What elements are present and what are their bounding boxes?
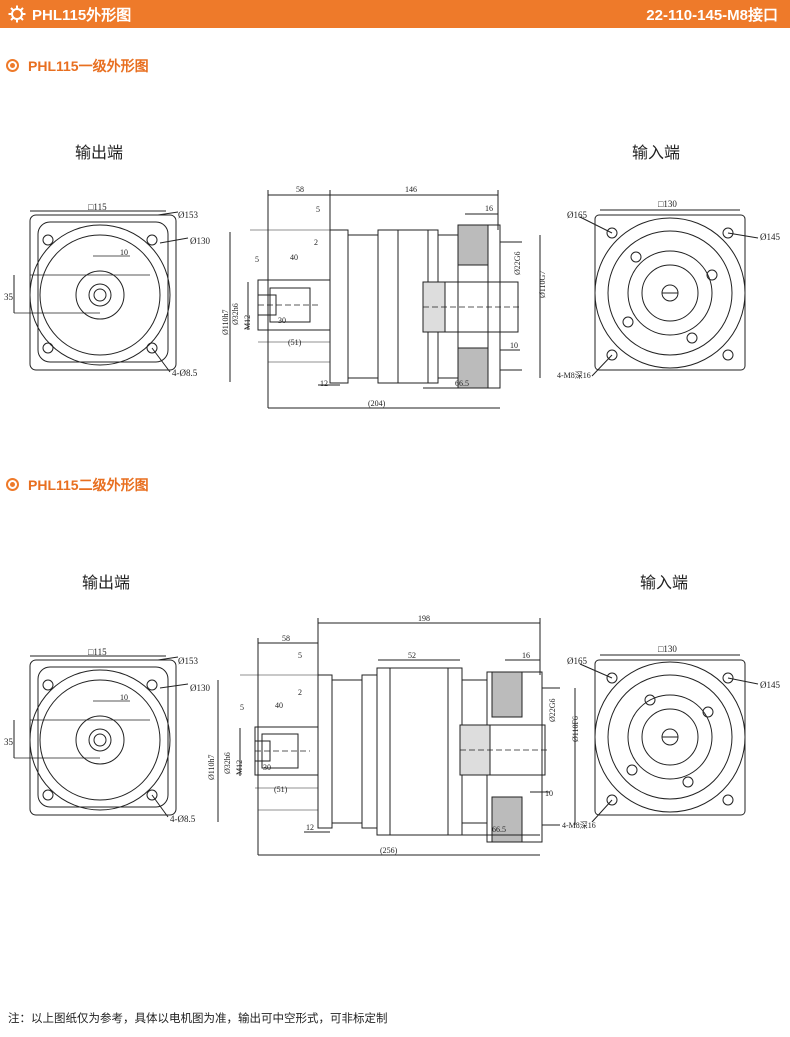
- dim-label: 10: [545, 789, 553, 798]
- dim-label: 30: [278, 316, 286, 325]
- dim-label: 5: [316, 205, 320, 214]
- dim-label: (256): [380, 846, 398, 855]
- dim-label: 4-Ø8.5: [172, 368, 198, 378]
- bullet-icon: [6, 478, 19, 491]
- dim-label: 40: [290, 253, 298, 262]
- page-title: PHL115外形图: [32, 7, 132, 24]
- technical-drawing: 输出端 输入端 □115 Ø153 Ø130 10 35 4-Ø8.5 58 1…: [4, 144, 780, 409]
- dim-label: Ø130: [190, 236, 210, 246]
- dim-label: 12: [320, 379, 328, 388]
- dim-label: 198: [418, 614, 430, 623]
- dim-label: 4-M8深16: [557, 371, 591, 380]
- section-title-label: PHL115二级外形图: [28, 477, 149, 493]
- gear-icon: [8, 5, 26, 23]
- output-front-view: [13, 655, 189, 818]
- dim-label: 16: [485, 204, 493, 213]
- dim-label: Ø110h7: [221, 310, 230, 335]
- dim-label: 58: [282, 634, 290, 643]
- dim-label: 5: [255, 255, 259, 264]
- dim-label: 66.5: [492, 825, 506, 834]
- dim-label: Ø110h7: [207, 755, 216, 780]
- drawing-labels: 输出端 输入端 □115 Ø153 Ø130 10 35 4-Ø8.5 58 1…: [4, 144, 780, 408]
- dim-label: 4-M8深16: [562, 821, 596, 830]
- drawing-stage-1: 输出端 输入端 □115 Ø153 Ø130 10 35 4-Ø8.5 58 1…: [0, 130, 790, 420]
- footnote: 注：以上图纸仅为参考，具体以电机图为准，输出可中空形式，可非标定制: [8, 1011, 388, 1025]
- dim-label: 5: [298, 651, 302, 660]
- dim-label: 146: [405, 185, 417, 194]
- dim-label: Ø110F6: [571, 716, 580, 742]
- dim-label: 5: [240, 703, 244, 712]
- side-view: [229, 190, 541, 409]
- dim-label: □130: [658, 644, 677, 654]
- dim-label: (51): [274, 785, 288, 794]
- output-end-label: 输出端: [82, 574, 130, 592]
- dim-label: (51): [288, 338, 302, 347]
- dim-label: 40: [275, 701, 283, 710]
- dim-label: Ø165: [567, 210, 587, 220]
- drawing-labels: 输出端 输入端 □115 Ø153 Ø130 10 35 4-Ø8.5 58 1…: [4, 574, 780, 855]
- dim-label: 10: [120, 248, 128, 257]
- output-front-view: [13, 210, 189, 373]
- dim-label: □115: [88, 647, 107, 657]
- dim-label: Ø32h6: [223, 752, 232, 774]
- side-view: [217, 618, 576, 856]
- dim-label: □115: [88, 202, 107, 212]
- dim-label: Ø145: [760, 232, 780, 242]
- interface-code: 22-110-145-M8接口: [646, 7, 778, 24]
- dim-label: 30: [263, 763, 271, 772]
- input-end-label: 输入端: [632, 144, 680, 162]
- dim-label: 35: [4, 292, 14, 302]
- dim-label: Ø32h6: [231, 303, 240, 325]
- dim-label: M12: [243, 315, 252, 330]
- dim-label: (204): [368, 399, 386, 408]
- dim-label: 35: [4, 737, 14, 747]
- input-view: [579, 209, 759, 377]
- dim-label: Ø165: [567, 656, 587, 666]
- dim-label: Ø145: [760, 680, 780, 690]
- dim-label: 58: [296, 185, 304, 194]
- dim-label: 16: [522, 651, 530, 660]
- dim-label: Ø153: [178, 656, 198, 666]
- dim-label: 2: [298, 688, 302, 697]
- dim-label: 10: [120, 693, 128, 702]
- header-bar: PHL115外形图 22-110-145-M8接口: [0, 0, 790, 28]
- dim-label: 2: [314, 238, 318, 247]
- dim-label: □130: [658, 199, 677, 209]
- dim-label: Ø22G6: [513, 251, 522, 275]
- output-end-label: 输出端: [75, 144, 123, 162]
- dim-label: Ø22G6: [548, 698, 557, 722]
- drawing-stage-2: 输出端 输入端 □115 Ø153 Ø130 10 35 4-Ø8.5 58 1…: [0, 560, 790, 860]
- input-view: [579, 654, 759, 823]
- dim-label: M12: [235, 760, 244, 775]
- technical-drawing: 输出端 输入端 □115 Ø153 Ø130 10 35 4-Ø8.5 58 1…: [4, 574, 780, 856]
- input-end-label: 输入端: [640, 574, 688, 592]
- dim-label: Ø130: [190, 683, 210, 693]
- section-title-label: PHL115一级外形图: [28, 58, 149, 74]
- dim-label: Ø153: [178, 210, 198, 220]
- dim-label: 4-Ø8.5: [170, 814, 196, 824]
- dim-label: 12: [306, 823, 314, 832]
- dim-label: Ø110G7: [538, 271, 547, 298]
- dim-label: 52: [408, 651, 416, 660]
- dim-label: 10: [510, 341, 518, 350]
- dim-label: 66.5: [455, 379, 469, 388]
- bullet-icon: [6, 59, 19, 72]
